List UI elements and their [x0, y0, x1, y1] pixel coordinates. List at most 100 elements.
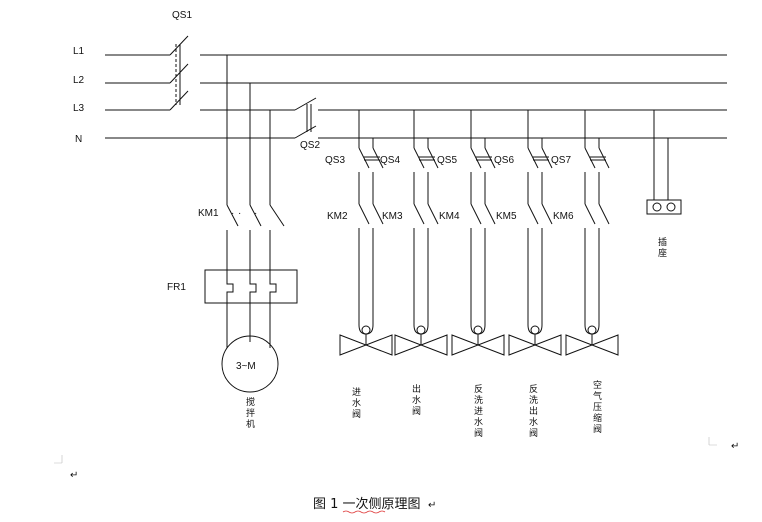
qs2-blade-2	[294, 125, 317, 139]
km-contact-a	[584, 203, 596, 225]
valve-body-right	[364, 334, 393, 356]
qs-contact-b	[372, 147, 384, 169]
bus-lines	[105, 54, 727, 139]
km-label: KM4	[439, 211, 460, 222]
bus-label-l3: L3	[73, 103, 85, 114]
bus-label-l1: L1	[73, 46, 85, 57]
km-label: KM5	[496, 211, 517, 222]
valve-label-2: 出水阀	[412, 383, 421, 417]
qs-contact-a	[358, 147, 370, 169]
qs-contact-b	[484, 147, 496, 169]
valve-body-left	[508, 334, 537, 356]
fr1-element-c	[269, 280, 277, 296]
qs-contact-b	[427, 147, 439, 169]
motor-branch: · · ·	[204, 55, 298, 393]
qs1-blade-2	[169, 63, 189, 84]
km-contact-b	[598, 203, 610, 225]
valve-label-5: 空气压缩阀	[593, 379, 602, 435]
bus-label-l2: L2	[73, 75, 85, 86]
qs-label: QS5	[437, 155, 457, 166]
qs-label: QS7	[551, 155, 571, 166]
valve-label-4: 反洗出水阀	[529, 384, 538, 439]
qs-contact-b	[541, 147, 553, 169]
fr1-element-b	[249, 280, 257, 296]
km-contact-a	[470, 203, 482, 225]
paragraph-mark-left: ↵	[70, 470, 78, 481]
valve-body-left	[451, 334, 480, 356]
socket-label: 插座	[658, 236, 667, 259]
motor-circle	[221, 335, 279, 393]
valve-body-right	[419, 334, 448, 356]
km-contact-a	[527, 203, 539, 225]
qs2-switch	[294, 97, 317, 139]
qs-label: QS3	[325, 155, 345, 166]
valve-body-left	[565, 334, 594, 356]
paragraph-mark-right: ↵	[731, 441, 739, 452]
motor-label: 3~M	[236, 361, 256, 372]
figure-caption: 图 1 一次侧原理图	[313, 496, 421, 512]
valve-actuator	[416, 325, 426, 335]
valve-actuator	[530, 325, 540, 335]
valve-label-3: 反洗进水阀	[474, 384, 483, 439]
km-label: KM6	[553, 211, 574, 222]
km1-dot-1: ·	[231, 208, 234, 219]
qs-contact-b	[598, 147, 610, 169]
km-contact-a	[413, 203, 425, 225]
paragraph-mark-caption: ↵	[428, 500, 436, 511]
valve-actuator	[587, 325, 597, 335]
km1-contact-b	[249, 204, 262, 227]
qs-contact-a	[470, 147, 482, 169]
socket-box	[646, 199, 682, 215]
qs-label: QS6	[494, 155, 514, 166]
valve-body-right	[590, 334, 619, 356]
qs2-label: QS2	[300, 140, 320, 151]
qs1-switch	[169, 35, 189, 111]
qs-contact-a	[584, 147, 596, 169]
spellcheck-underline	[342, 510, 386, 514]
qs1-blade-3	[169, 90, 189, 111]
qs1-blade-1	[169, 35, 189, 56]
km1-dot-2: ·	[238, 208, 241, 219]
fr1-label: FR1	[167, 282, 186, 293]
km1-contact-a	[226, 204, 239, 227]
socket-hole-2	[666, 202, 676, 212]
corner-guide-left	[54, 455, 63, 464]
valve-body-right	[533, 334, 562, 356]
km1-label: KM1	[198, 208, 219, 219]
km1-contact-c	[269, 204, 285, 227]
valve-body-left	[394, 334, 423, 356]
km-contact-b	[541, 203, 553, 225]
valve-body-left	[339, 334, 368, 356]
socket-branch	[646, 110, 682, 215]
fr1-element-a	[226, 280, 234, 296]
motor-name-label: 搅拌机	[246, 396, 255, 430]
km1-dot-3: ·	[254, 208, 257, 219]
bus-label-n: N	[75, 134, 82, 145]
km-label: KM3	[382, 211, 403, 222]
km-contact-b	[484, 203, 496, 225]
qs2-blade-1	[294, 97, 317, 111]
qs-contact-a	[413, 147, 425, 169]
km-contact-b	[427, 203, 439, 225]
km-contact-b	[372, 203, 384, 225]
valve-actuator	[473, 325, 483, 335]
valve-label-1: 进水阀	[352, 387, 361, 420]
qs1-label: QS1	[172, 10, 192, 21]
qs-contact-a	[527, 147, 539, 169]
fr1-box	[204, 269, 298, 304]
valve-actuator	[361, 325, 371, 335]
corner-guide-right	[708, 437, 717, 446]
qs-label: QS4	[380, 155, 400, 166]
km-label: KM2	[327, 211, 348, 222]
valve-body-right	[476, 334, 505, 356]
km-contact-a	[358, 203, 370, 225]
